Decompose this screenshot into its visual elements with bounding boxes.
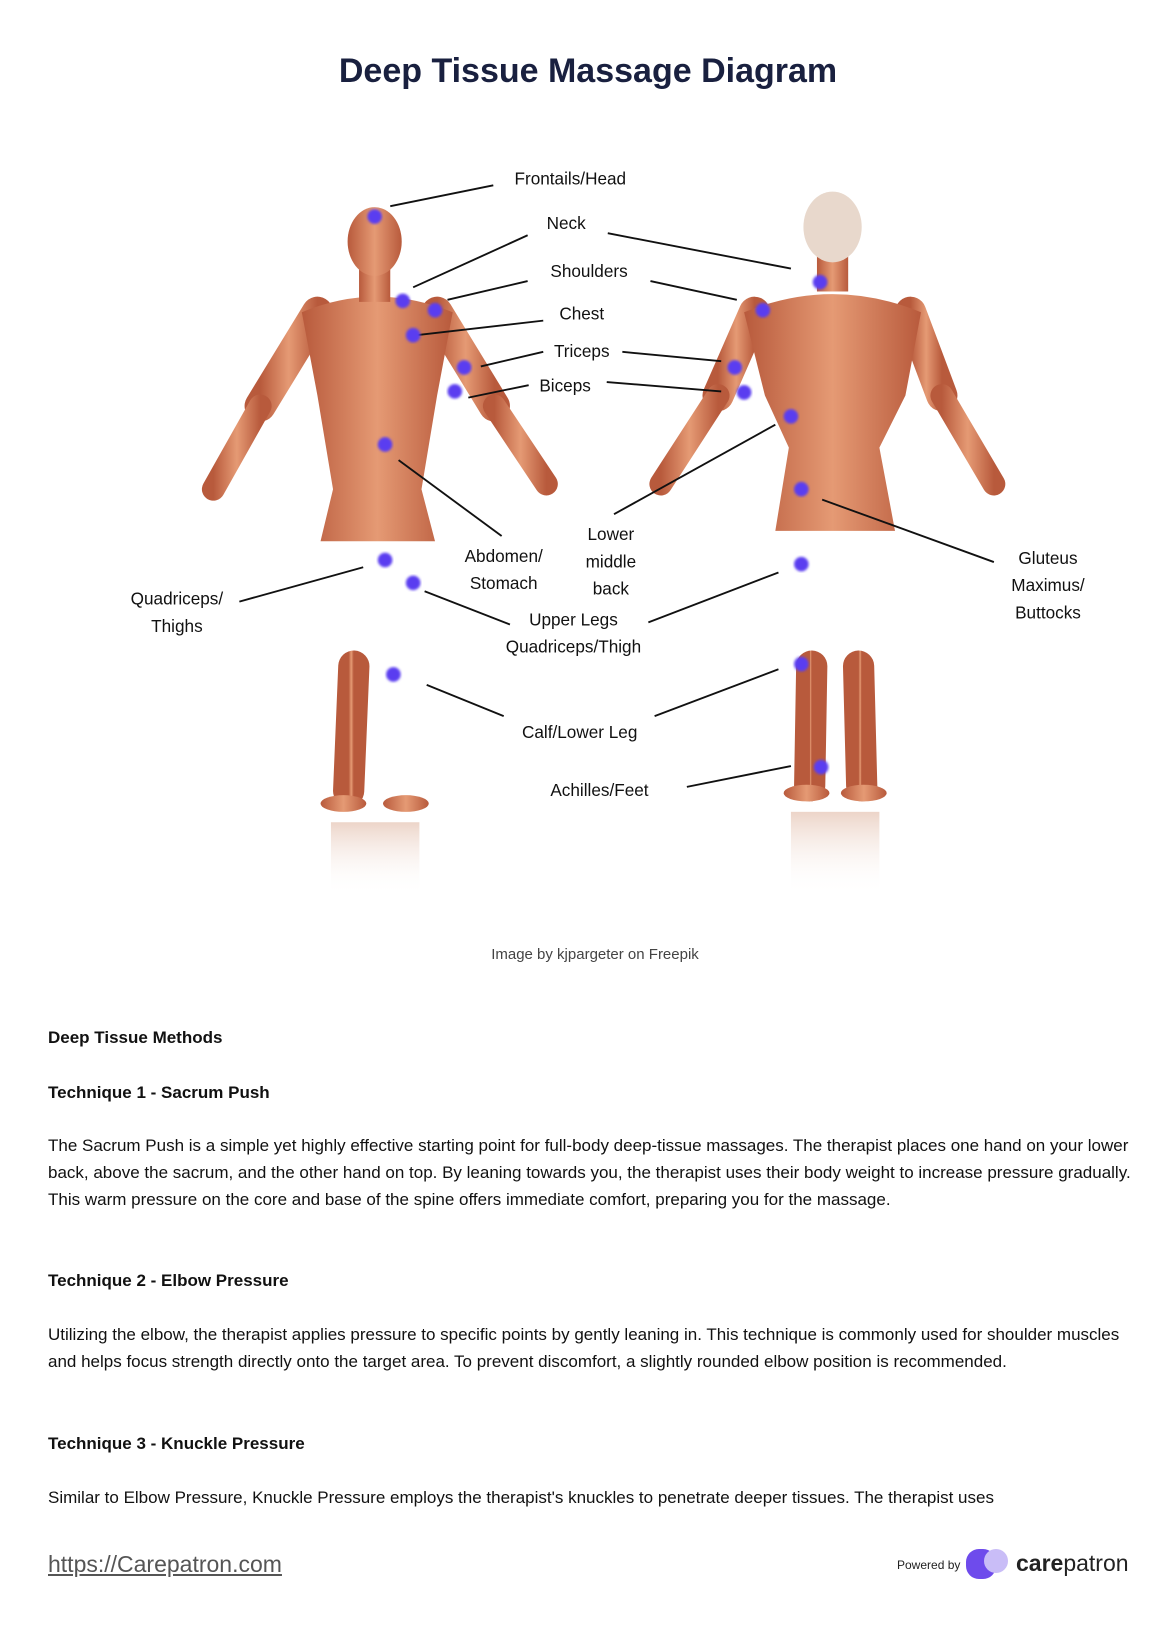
powered-by-text: Powered by	[897, 1558, 961, 1572]
marker-thigh	[377, 552, 393, 568]
label-biceps: Biceps	[539, 375, 591, 395]
label-triceps: Triceps	[554, 341, 610, 361]
marker-gluteus	[794, 481, 809, 497]
image-credit: Image by kjpargeter on Freepik	[491, 946, 699, 963]
label-gluteus-3: Buttocks	[1015, 602, 1081, 622]
technique-2-body: Utilizing the elbow, the therapist appli…	[48, 1325, 1120, 1371]
marker-lower-back	[783, 409, 799, 424]
label-gluteus-1: Gluteus	[1018, 548, 1077, 568]
leader-lines	[239, 184, 995, 788]
marker-knee	[386, 667, 401, 682]
technique-3-body: Similar to Elbow Pressure, Knuckle Press…	[48, 1488, 994, 1507]
marker-upper-leg	[405, 575, 421, 591]
marker-abdomen	[377, 437, 393, 452]
back-body-figure	[649, 191, 1006, 802]
marker-head	[367, 209, 382, 224]
section-heading: Deep Tissue Methods	[48, 1028, 223, 1047]
technique-3-heading: Technique 3 - Knuckle Pressure	[48, 1434, 305, 1453]
marker-biceps	[447, 384, 463, 399]
technique-1-heading: Technique 1 - Sacrum Push	[48, 1083, 270, 1102]
marker-calf	[794, 656, 809, 672]
page-title: Deep Tissue Massage Diagram	[338, 52, 838, 90]
marker-achilles	[813, 759, 829, 775]
marker-triceps	[456, 360, 472, 375]
carepatron-brand: carepatron	[1016, 1550, 1129, 1577]
label-lower-back-2: middle	[586, 551, 637, 571]
label-upper-legs-2: Quadriceps/Thigh	[506, 637, 641, 657]
label-gluteus-2: Maximus/	[1011, 575, 1085, 595]
marker-back-biceps	[736, 385, 752, 400]
label-achilles: Achilles/Feet	[550, 780, 648, 800]
carepatron-link[interactable]: https://Carepatron.com	[48, 1551, 282, 1577]
label-quadriceps-1: Quadriceps/	[131, 589, 224, 609]
front-reflection	[330, 822, 420, 896]
marker-back-thigh	[794, 556, 809, 572]
label-chest: Chest	[559, 304, 604, 324]
label-quadriceps-2: Thighs	[151, 616, 203, 636]
label-abdomen-1: Abdomen/	[465, 546, 543, 566]
technique-2-heading: Technique 2 - Elbow Pressure	[48, 1271, 289, 1290]
label-neck: Neck	[547, 213, 587, 233]
technique-1-body: The Sacrum Push is a simple yet highly e…	[48, 1136, 1131, 1209]
marker-back-shoulder	[755, 302, 771, 318]
front-body-figure	[201, 207, 558, 812]
label-shoulders: Shoulders	[550, 261, 627, 281]
carepatron-logo-icon	[966, 1549, 1008, 1579]
label-abdomen-2: Stomach	[470, 573, 538, 593]
label-frontails: Frontails/Head	[515, 168, 627, 188]
marker-chest	[405, 327, 421, 343]
marker-back-neck	[812, 274, 828, 290]
marker-neck	[395, 293, 411, 309]
label-upper-legs-1: Upper Legs	[529, 610, 618, 630]
label-lower-back-3: back	[593, 578, 630, 598]
marker-back-triceps	[727, 360, 743, 375]
pressure-point-markers	[367, 209, 829, 775]
brand-bold: care	[1016, 1550, 1064, 1576]
back-reflection	[790, 811, 880, 896]
massage-diagram: Frontails/Head Neck Shoulders Chest Tric…	[131, 168, 1085, 896]
label-lower-back-1: Lower	[588, 524, 635, 544]
marker-shoulder	[427, 302, 443, 318]
label-calf: Calf/Lower Leg	[522, 722, 637, 742]
brand-rest: patron	[1063, 1550, 1129, 1576]
